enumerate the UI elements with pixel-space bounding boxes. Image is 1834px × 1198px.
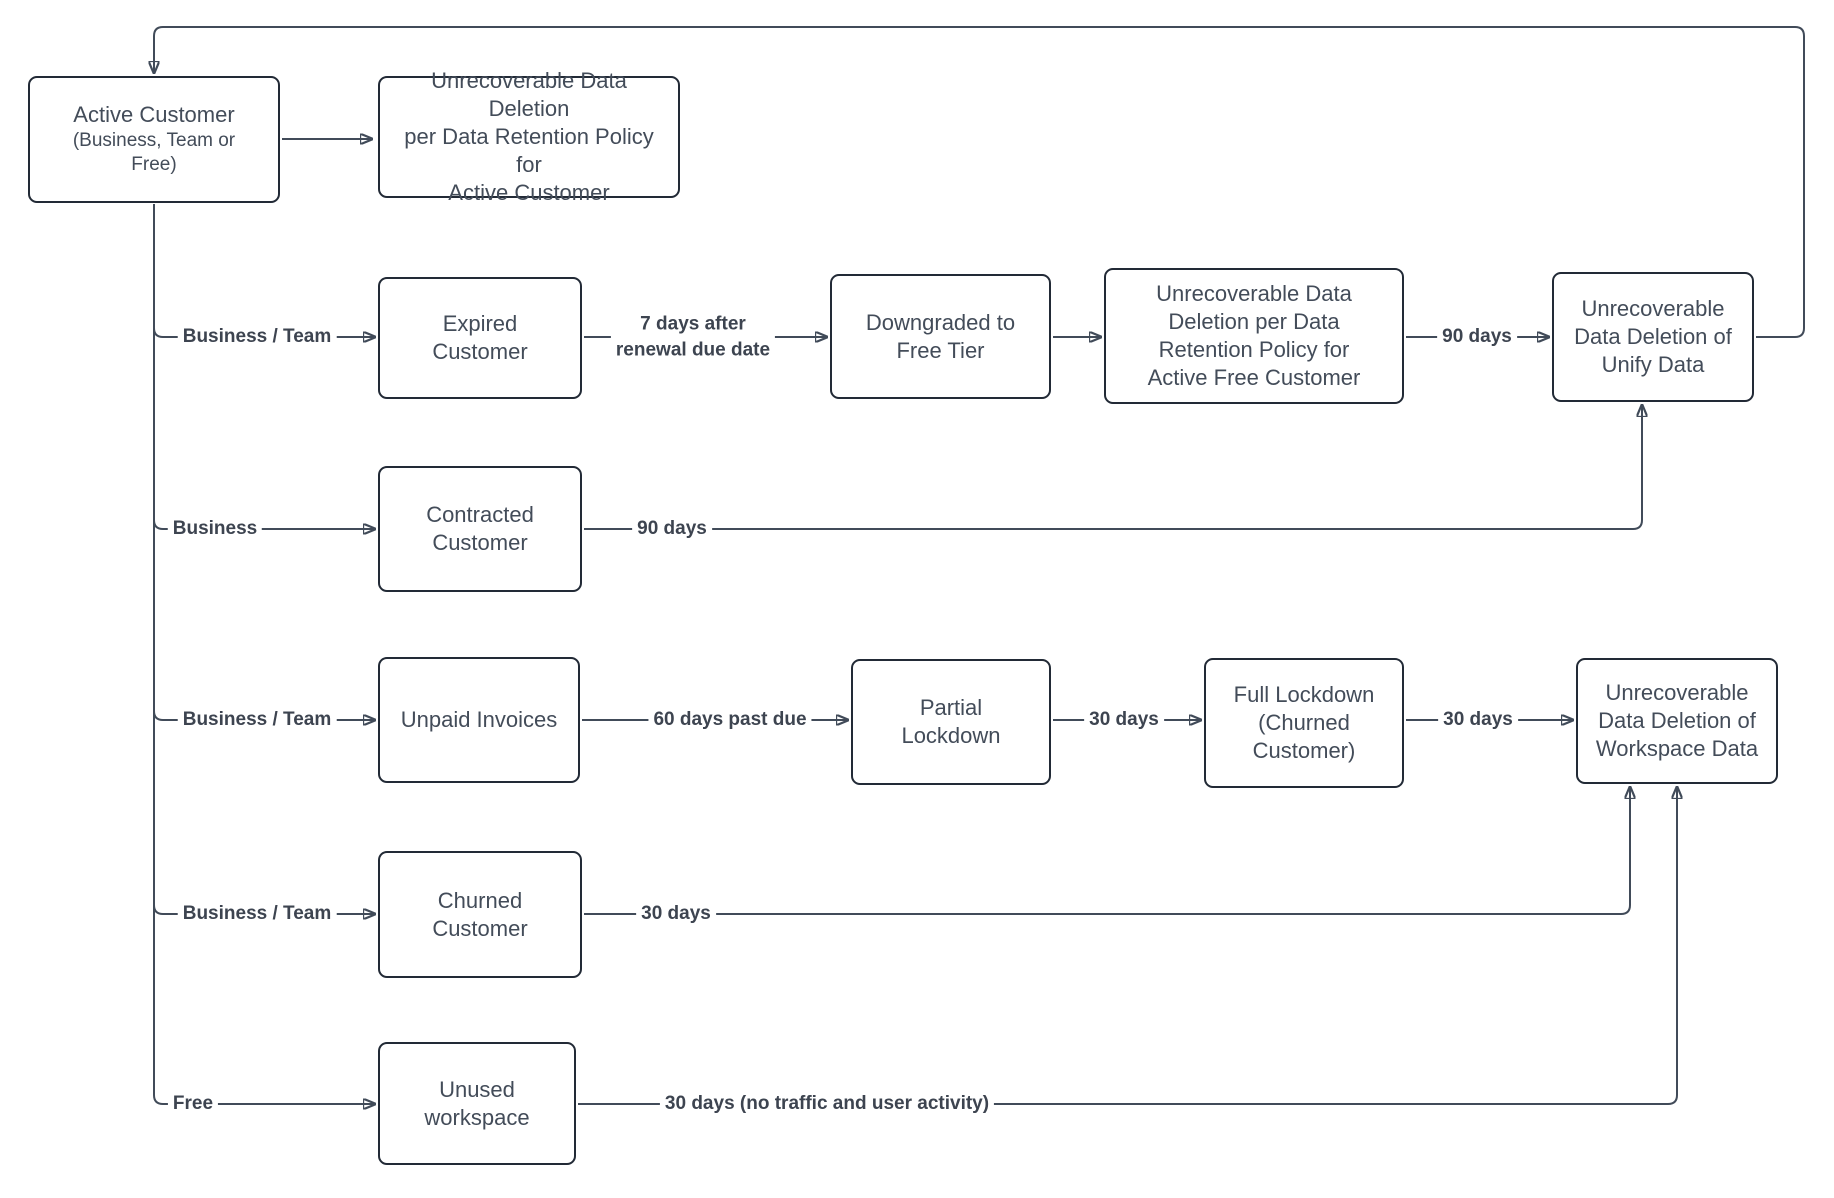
edge-label-30-days-churned: 30 days — [636, 901, 716, 927]
node-deletion-active-free-customer: Unrecoverable Data Deletion per Data Ret… — [1104, 268, 1404, 404]
connector-branch-unpaid — [153, 710, 375, 720]
connector-unused-to-workspace — [578, 787, 1677, 1105]
edge-label-7-days-renewal: 7 days after renewal due date — [610, 311, 776, 363]
edge-label-60-days-past-due: 60 days past due — [648, 707, 812, 733]
branch-label-business-team-churned: Business / Team — [177, 901, 337, 927]
edge-label-30-days-partial: 30 days — [1084, 707, 1164, 733]
node-contracted-customer: Contracted Customer — [378, 466, 582, 592]
node-unpaid-invoices: Unpaid Invoices — [378, 657, 580, 783]
connector-branch-contracted — [153, 519, 375, 529]
branch-label-business-contracted: Business — [167, 516, 263, 542]
edge-label-30-days-unused: 30 days (no traffic and user activity) — [659, 1091, 995, 1117]
node-churned-customer: Churned Customer — [378, 851, 582, 978]
connector-rail-free-branch — [153, 204, 375, 1104]
connector-branch-expired — [153, 327, 375, 337]
edge-label-90-days-free-deletion: 90 days — [1437, 324, 1517, 350]
edge-label-90-days-contracted: 90 days — [632, 516, 712, 542]
connector-unify-to-active-loop — [154, 26, 1805, 338]
node-deletion-unify-data: Unrecoverable Data Deletion of Unify Dat… — [1552, 272, 1754, 402]
connector-branch-churned — [153, 904, 375, 914]
node-unused-workspace: Unused workspace — [378, 1042, 576, 1165]
node-active-customer-subtitle: (Business, Team or Free) — [72, 130, 236, 176]
branch-label-business-team-unpaid: Business / Team — [177, 707, 337, 733]
node-active-customer-title: Active Customer — [73, 102, 235, 128]
node-partial-lockdown: Partial Lockdown — [851, 659, 1051, 785]
connector-churned-to-workspace — [584, 787, 1630, 915]
connector-contracted-to-unify — [584, 405, 1642, 530]
branch-label-free-unused: Free — [167, 1091, 219, 1117]
node-deletion-active-customer: Unrecoverable Data Deletion per Data Ret… — [378, 68, 680, 205]
edge-label-30-days-full: 30 days — [1438, 707, 1518, 733]
node-active-customer: Active Customer (Business, Team or Free) — [28, 76, 280, 203]
node-downgraded-free-tier: Downgraded to Free Tier — [830, 274, 1051, 399]
branch-label-business-team-expired: Business / Team — [177, 324, 337, 350]
node-deletion-workspace-data: Unrecoverable Data Deletion of Workspace… — [1576, 658, 1778, 784]
node-expired-customer: Expired Customer — [378, 277, 582, 399]
node-full-lockdown: Full Lockdown (Churned Customer) — [1204, 658, 1404, 788]
